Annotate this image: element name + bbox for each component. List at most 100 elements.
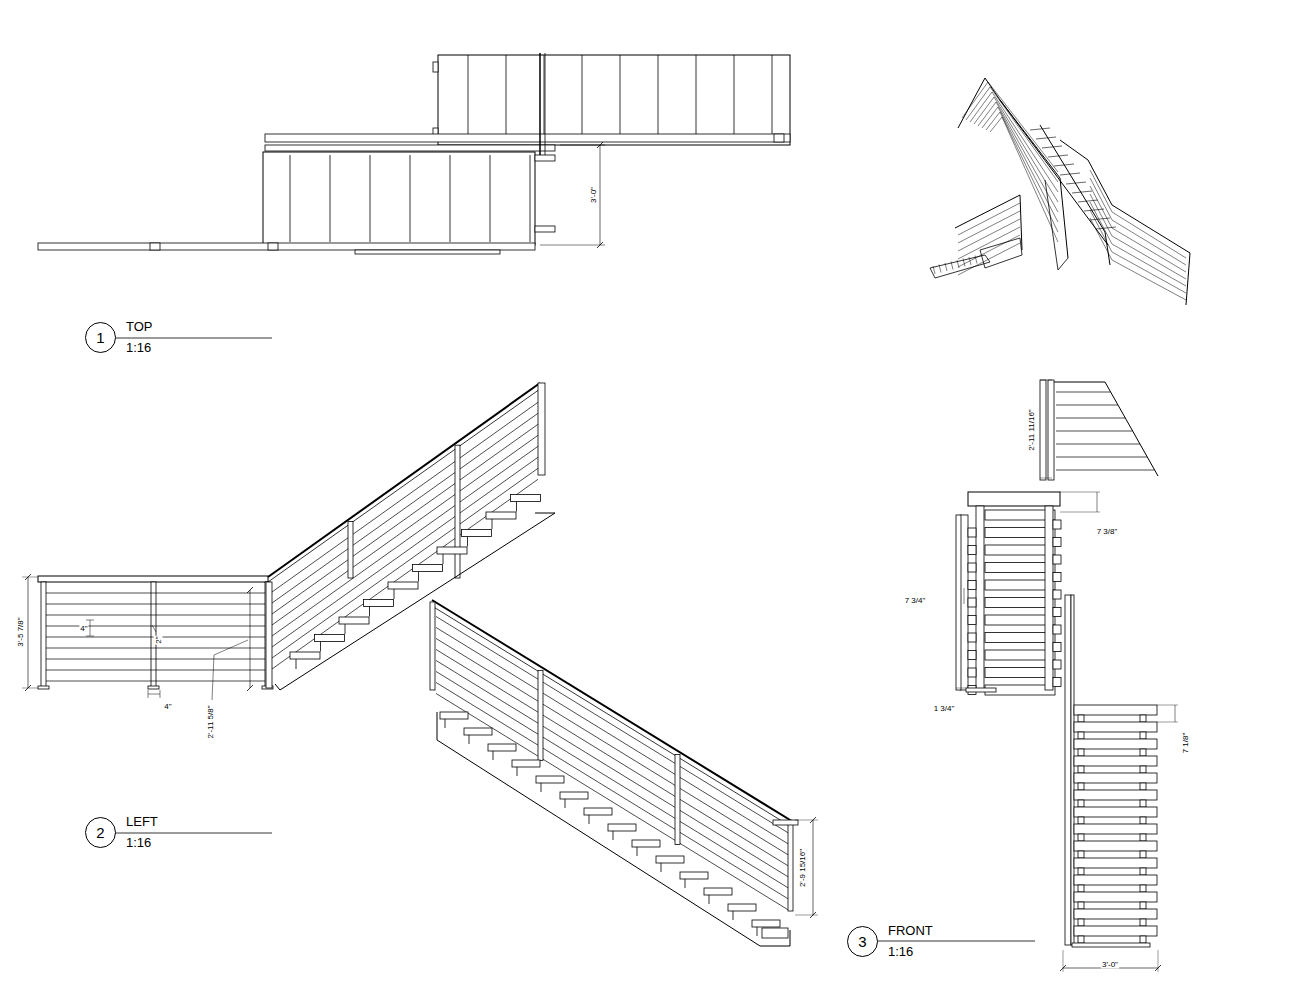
drawing-line	[22, 688, 38, 689]
drawing-path	[436, 616, 788, 832]
drawing-line	[1030, 128, 1050, 130]
dimension-label: 2'-11 5/8"	[206, 704, 215, 739]
drawing-line	[1060, 965, 1066, 971]
drawing-rect	[486, 512, 516, 519]
drawing-line	[1056, 392, 1111, 393]
drawing-line	[370, 155, 371, 242]
drawing-rect	[656, 856, 684, 863]
drawing-rect	[985, 650, 1055, 660]
drawing-path	[436, 693, 788, 909]
drawing-rect	[1140, 919, 1146, 926]
view-scale: 1:16	[126, 836, 151, 850]
drawing-line	[1097, 492, 1098, 512]
drawing-rect	[584, 808, 612, 815]
drawing-rect	[41, 582, 46, 688]
drawing-rect	[148, 686, 159, 689]
drawing-rect	[1078, 732, 1084, 739]
drawing-rect	[1140, 851, 1146, 858]
drawing-line	[969, 257, 971, 265]
drawing-line	[418, 572, 419, 582]
drawing-line	[958, 227, 1020, 259]
drawing-line	[22, 577, 38, 578]
drawing-rect	[968, 581, 976, 590]
drawing-rect	[1053, 608, 1061, 617]
drawing-line	[250, 590, 251, 688]
drawing-line	[733, 911, 734, 920]
line-work	[22, 53, 1190, 972]
drawing-rect	[762, 928, 788, 938]
drawing-path	[966, 87, 1058, 182]
drawing-line	[813, 820, 814, 915]
drawing-line	[148, 694, 160, 695]
drawing-rect	[1078, 817, 1084, 824]
drawing-rect	[985, 510, 1055, 520]
drawing-rect	[1074, 824, 1157, 834]
dimension-label: 3'-0"	[1101, 960, 1119, 969]
drawing-path	[974, 97, 1058, 202]
drawing-rect	[1074, 841, 1157, 851]
drawing-line	[46, 604, 265, 605]
drawing-path	[1040, 125, 1110, 265]
drawing-path	[437, 712, 790, 946]
drawing-rect	[348, 522, 353, 578]
drawing-line	[369, 607, 370, 617]
drawing-path	[436, 660, 788, 876]
drawing-path	[432, 606, 790, 826]
drawing-rect	[462, 530, 492, 537]
drawing-rect	[38, 576, 268, 582]
drawing-rect	[1053, 520, 1061, 529]
drawing-rect	[1074, 722, 1157, 732]
drawing-line	[345, 624, 346, 634]
drawing-rect	[976, 506, 984, 690]
drawing-rect	[430, 602, 435, 690]
drawing-rect	[433, 62, 438, 72]
drawing-rect	[1140, 783, 1146, 790]
drawing-rect	[535, 155, 555, 161]
drawing-line	[544, 55, 545, 140]
drawing-path	[212, 640, 248, 700]
drawing-path	[1090, 218, 1186, 300]
drawing-rect	[1140, 834, 1146, 841]
drawing-rect	[956, 515, 961, 690]
drawing-rect	[1078, 885, 1084, 892]
drawing-line	[661, 863, 662, 872]
drawing-rect	[985, 615, 1055, 625]
drawing-line	[1056, 444, 1140, 445]
drawing-line	[148, 690, 149, 698]
drawing-rect	[1053, 590, 1061, 599]
drawing-rect	[1074, 739, 1157, 749]
drawing-rect	[632, 840, 660, 847]
drawing-path	[272, 446, 538, 636]
drawing-rect	[1053, 678, 1061, 687]
drawing-line	[1056, 457, 1147, 458]
drawing-line	[958, 219, 1020, 251]
callout-number: 1	[86, 323, 115, 352]
drawing-path	[272, 457, 538, 647]
drawing-rect	[985, 545, 1055, 555]
dimension-label: 4"	[79, 624, 88, 633]
drawing-line	[450, 155, 451, 242]
drawing-line	[468, 55, 469, 140]
drawing-line	[516, 502, 517, 512]
drawing-rect	[704, 888, 732, 895]
drawing-rect	[1140, 936, 1146, 943]
drawing-line	[46, 659, 265, 660]
drawing-rect	[1053, 538, 1061, 547]
drawing-line	[1056, 470, 1155, 471]
drawing-line	[46, 593, 265, 594]
drawing-rect	[985, 668, 1055, 678]
drawing-rect	[1078, 715, 1084, 722]
drawing-rect	[437, 547, 467, 554]
drawing-rect	[1074, 756, 1157, 766]
drawing-rect	[1053, 555, 1061, 564]
view-scale: 1:16	[126, 341, 151, 355]
drawing-line	[772, 55, 773, 140]
drawing-line	[541, 783, 542, 792]
drawing-line	[939, 265, 941, 273]
drawing-line	[86, 620, 94, 621]
drawing-rect	[413, 565, 443, 572]
drawing-rect	[512, 760, 540, 767]
drawing-line	[933, 266, 935, 274]
drawing-rect	[1140, 817, 1146, 824]
